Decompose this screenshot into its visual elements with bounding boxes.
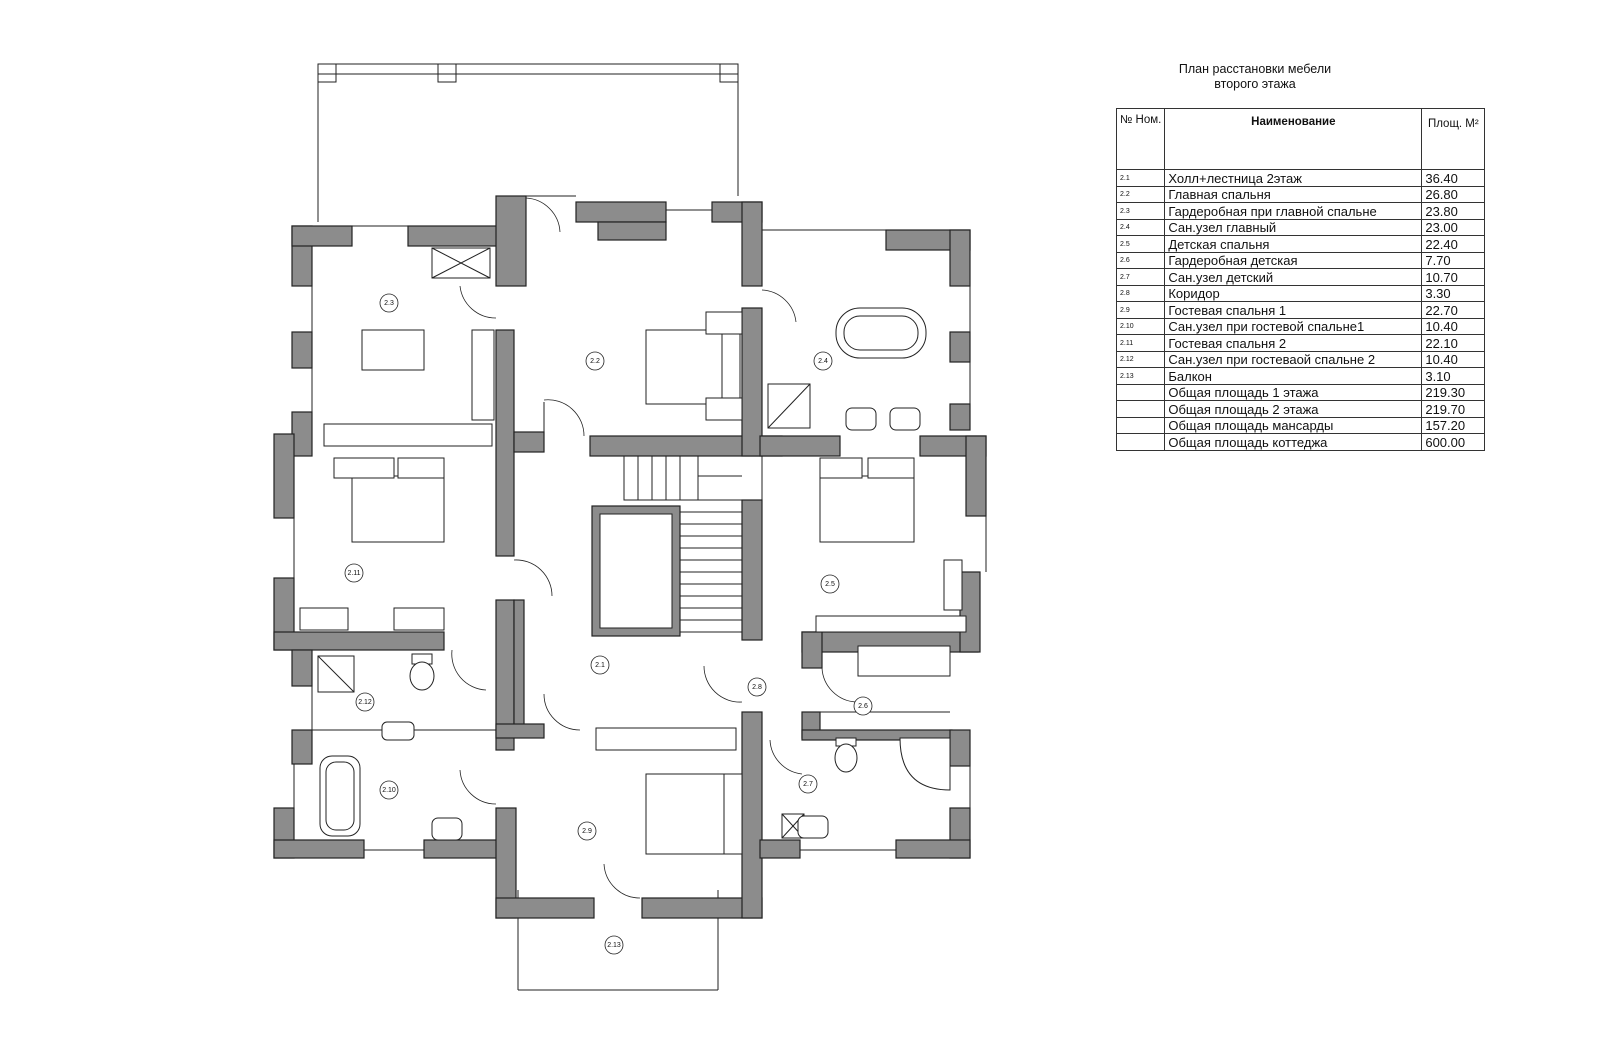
terrace-outline (317, 63, 739, 222)
row-name: Гостевая спальня 1 (1164, 301, 1423, 319)
row-area: 10.70 (1421, 268, 1486, 286)
row-area: 22.40 (1421, 235, 1486, 253)
room-label-2-10: 2.10 (382, 787, 396, 794)
room-label-2-6: 2.6 (858, 703, 868, 710)
row-name: Общая площадь мансарды (1164, 416, 1423, 434)
row-name: Гостевая спальня 2 (1164, 334, 1423, 352)
staircase (591, 455, 742, 637)
row-area: 23.00 (1421, 218, 1486, 236)
row-name: Сан.узел при гостевой спальне1 (1164, 317, 1423, 335)
room-label-2-5: 2.5 (825, 581, 835, 588)
header-number: № Ном. (1115, 108, 1166, 170)
row-area: 219.30 (1421, 383, 1486, 401)
row-number (1115, 383, 1166, 401)
row-number (1115, 416, 1166, 434)
row-area: 36.40 (1421, 169, 1486, 187)
room-label-2-1: 2.1 (595, 662, 605, 669)
row-area: 10.40 (1421, 317, 1486, 335)
drawing-title: План расстановки мебели второго этажа (1140, 62, 1370, 92)
table-header-row: № Ном. Наименование Площ. М² (1115, 108, 1486, 170)
row-number: 2.11 (1115, 334, 1166, 352)
row-number: 2.10 (1115, 317, 1166, 335)
row-name: Сан.узел главный (1164, 218, 1423, 236)
row-area: 22.10 (1421, 334, 1486, 352)
row-number: 2.12 (1115, 350, 1166, 368)
room-label-2-4: 2.4 (818, 358, 828, 365)
room-label-2-9: 2.9 (582, 828, 592, 835)
row-name: Главная спальня (1164, 185, 1423, 203)
row-name: Детская спальня (1164, 235, 1423, 253)
room-label-2-8: 2.8 (752, 684, 762, 691)
row-name: Общая площадь 1 этажа (1164, 383, 1423, 401)
room-label-2-13: 2.13 (607, 942, 621, 949)
room-label-2-12: 2.12 (358, 699, 372, 706)
door-swings (451, 197, 857, 899)
row-number: 2.8 (1115, 284, 1166, 302)
row-number: 2.2 (1115, 185, 1166, 203)
room-label-2-3: 2.3 (384, 300, 394, 307)
row-area: 22.70 (1421, 301, 1486, 319)
row-area: 3.30 (1421, 284, 1486, 302)
row-number (1115, 400, 1166, 418)
title-line-2: второго этажа (1214, 77, 1296, 91)
row-name: Коридор (1164, 284, 1423, 302)
title-line-1: План расстановки мебели (1178, 62, 1332, 76)
row-area: 219.70 (1421, 400, 1486, 418)
row-name: Сан.узел при гостеваой спальне 2 (1164, 350, 1423, 368)
row-name: Общая площадь 2 этажа (1164, 400, 1423, 418)
floor-plan: 2.3 2.2 2.4 2.11 2.5 2.1 2.8 2.6 2.12 2.… (273, 63, 987, 991)
row-name: Общая площадь коттеджа (1164, 433, 1423, 451)
row-area: 26.80 (1421, 185, 1486, 203)
row-number: 2.9 (1115, 301, 1166, 319)
row-name: Сан.узел детский (1164, 268, 1423, 286)
row-number (1115, 433, 1166, 451)
room-label-2-11: 2.11 (347, 570, 360, 577)
row-area: 600.00 (1421, 433, 1486, 451)
row-number: 2.1 (1115, 169, 1166, 187)
room-label-2-7: 2.7 (803, 781, 813, 788)
row-number: 2.5 (1115, 235, 1166, 253)
room-label-2-2: 2.2 (590, 358, 600, 365)
furniture (299, 247, 967, 855)
row-name: Гардеробная детская (1164, 251, 1423, 269)
row-number: 2.4 (1115, 218, 1166, 236)
row-area: 157.20 (1421, 416, 1486, 434)
row-number: 2.7 (1115, 268, 1166, 286)
room-labels: 2.3 2.2 2.4 2.11 2.5 2.1 2.8 2.6 2.12 2.… (344, 293, 873, 955)
walls (273, 195, 987, 919)
row-name: Гардеробная при главной спальне (1164, 202, 1423, 220)
row-name: Балкон (1164, 367, 1423, 385)
row-area: 7.70 (1421, 251, 1486, 269)
row-area: 23.80 (1421, 202, 1486, 220)
row-name: Холл+лестница 2этаж (1164, 169, 1423, 187)
row-area: 10.40 (1421, 350, 1486, 368)
header-area: Площ. М² (1421, 108, 1486, 170)
row-number: 2.13 (1115, 367, 1166, 385)
row-area: 3.10 (1421, 367, 1486, 385)
row-number: 2.6 (1115, 251, 1166, 269)
header-name: Наименование (1164, 108, 1423, 170)
row-number: 2.3 (1115, 202, 1166, 220)
